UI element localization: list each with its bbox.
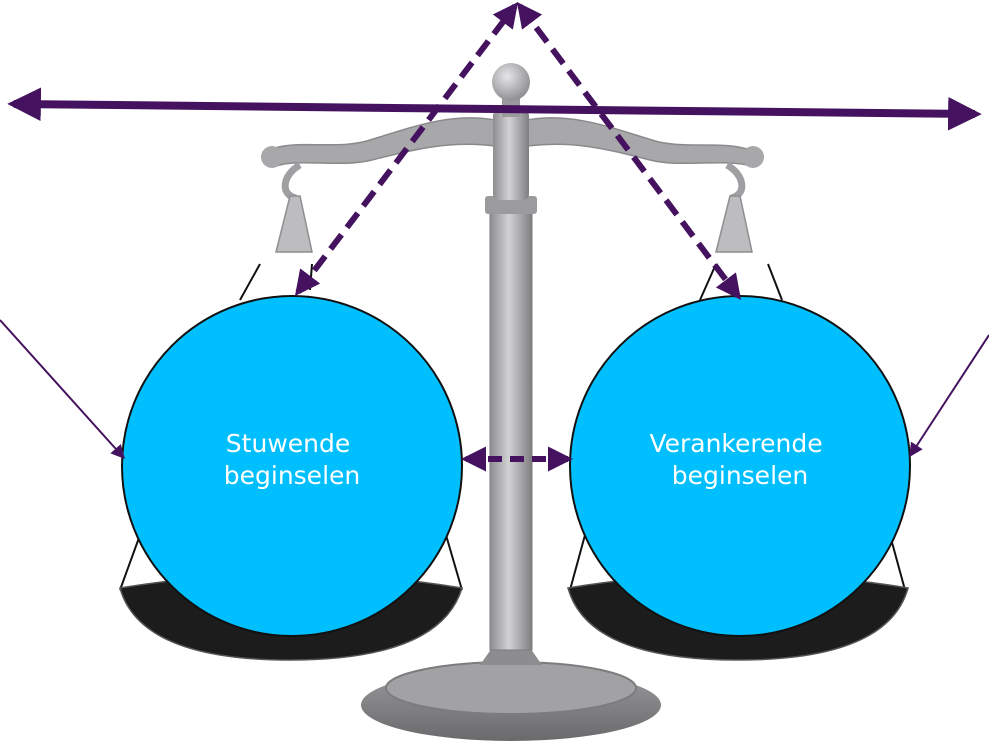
beam-end-left bbox=[261, 146, 283, 168]
thin-arrow-right bbox=[909, 334, 989, 458]
left-circle-line2: beginselen bbox=[224, 461, 361, 490]
pan-holder-left bbox=[275, 195, 313, 253]
hook-left bbox=[281, 161, 302, 202]
left-circle-line1: Stuwende bbox=[226, 429, 350, 458]
scale-base-top bbox=[385, 661, 637, 715]
hook-right bbox=[725, 161, 746, 202]
svg-text:Verankerende beginselen: Verankerende beginselen bbox=[649, 429, 830, 490]
pole-knob bbox=[492, 63, 530, 101]
dashed-arrow-left-to-apex bbox=[294, 1, 519, 297]
dashed-arrow-apex-to-right bbox=[516, 1, 742, 301]
beam-end-right bbox=[742, 146, 764, 168]
pole-collar-mid bbox=[493, 110, 529, 200]
scale-pole bbox=[489, 209, 533, 651]
right-circle-line2: beginselen bbox=[672, 461, 809, 490]
horizontal-double-arrow bbox=[7, 87, 982, 131]
pan-holder-right bbox=[715, 195, 753, 253]
right-circle-group: Verankerende beginselen bbox=[569, 295, 911, 637]
left-circle-group: Stuwende beginselen bbox=[121, 295, 463, 637]
svg-text:Stuwende beginselen: Stuwende beginselen bbox=[224, 429, 361, 490]
thin-arrow-left bbox=[0, 319, 125, 460]
right-circle-line1: Verankerende bbox=[649, 429, 822, 458]
